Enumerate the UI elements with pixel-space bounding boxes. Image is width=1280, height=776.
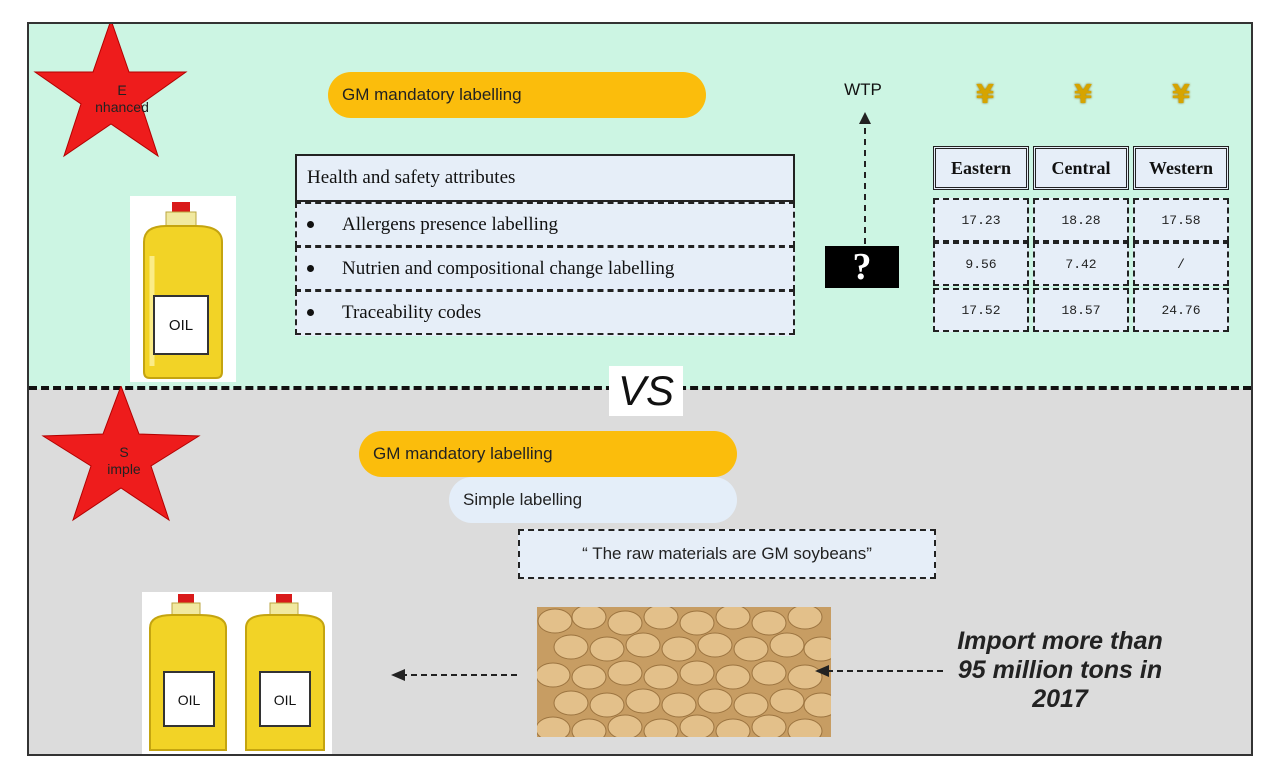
yen-icon: ¥ [975, 80, 995, 110]
attribute-item: Nutrien and compositional change labelli… [295, 246, 795, 291]
region-header-eastern: Eastern [933, 146, 1029, 190]
wtp-cell: 24.76 [1133, 288, 1229, 332]
oil-bottle-label: OIL [274, 692, 297, 708]
quote-text: “ The raw materials are GM soybeans” [582, 544, 872, 563]
wtp-cell: 17.52 [933, 288, 1029, 332]
bullet-icon [307, 221, 314, 228]
vs-text: VS [617, 367, 675, 414]
wtp-label: WTP [844, 80, 882, 99]
wtp-cell: 7.42 [1033, 242, 1129, 286]
simple-star-rest: imple [107, 461, 141, 477]
wtp-cell: 9.56 [933, 242, 1029, 286]
wtp-arrow-icon [859, 112, 871, 244]
gm-mandatory-pill: GM mandatory labelling [328, 72, 706, 118]
quote-box: “ The raw materials are GM soybeans” [518, 529, 936, 579]
attribute-label: Traceability codes [342, 301, 482, 323]
wtp-cell: 17.58 [1133, 198, 1229, 242]
oil-bottle-icon: OIL [143, 202, 223, 379]
attribute-item: Allergens presence labelling [295, 202, 795, 247]
soybeans-icon [537, 607, 831, 737]
attributes-box: Health and safety attributes Allergens p… [295, 154, 795, 336]
wtp-cell: / [1133, 242, 1229, 286]
enhanced-panel: E nhanced GM mandatory labelling OIL Hea… [29, 24, 1251, 389]
gm-mandatory-pill-label: GM mandatory labelling [342, 85, 522, 104]
simple-star-icon [41, 386, 201, 522]
oil-bottle-label: OIL [178, 692, 201, 708]
gm-mandatory-pill-simple: GM mandatory labelling [359, 431, 737, 477]
attributes-header: Health and safety attributes [295, 154, 795, 202]
simple-panel: GM mandatory labelling Simple labelling … [29, 389, 1251, 754]
wtp-cell: 17.23 [933, 198, 1029, 242]
oil-bottles-image: OIL OIL [142, 592, 332, 754]
attributes-header-text: Health and safety attributes [307, 167, 516, 188]
question-mark-icon: ? [852, 246, 872, 288]
oil-bottle-image: OIL [130, 196, 236, 382]
oil-bottle-label: OIL [169, 317, 193, 334]
enhanced-star-letter: E [117, 82, 127, 98]
attribute-label: Allergens presence labelling [342, 213, 558, 235]
bullet-icon [307, 265, 314, 272]
oil-bottles-icon: OIL OIL [149, 594, 325, 751]
enhanced-star-rest: nhanced [95, 99, 149, 115]
wtp-cell: 18.57 [1033, 288, 1129, 332]
yen-icon: ¥ [1073, 80, 1093, 110]
simple-star-label: S imple [89, 444, 159, 478]
import-line: 95 million tons in [957, 656, 1163, 684]
yen-icon: ¥ [1171, 80, 1191, 110]
import-line: 2017 [1032, 685, 1088, 713]
region-header-central: Central [1033, 146, 1129, 190]
question-mark-box: ? [825, 246, 899, 288]
arrow-left-icon [391, 669, 517, 681]
arrow-to-soybeans-icon [815, 665, 943, 677]
simple-labelling-label: Simple labelling [463, 490, 583, 509]
attribute-item: Traceability codes [295, 290, 795, 335]
simple-star-letter: S [119, 444, 129, 460]
soybeans-image [537, 607, 831, 737]
diagram-frame: E nhanced GM mandatory labelling OIL Hea… [27, 22, 1253, 756]
bullet-icon [307, 309, 314, 316]
gm-mandatory-pill-simple-label: GM mandatory labelling [373, 444, 553, 463]
vs-label: VS [609, 366, 683, 416]
import-line: Import more than [957, 627, 1163, 655]
region-header-western: Western [1133, 146, 1229, 190]
enhanced-star-label: E nhanced [77, 82, 167, 116]
attribute-label: Nutrien and compositional change labelli… [342, 257, 675, 279]
wtp-cell: 18.28 [1033, 198, 1129, 242]
import-volume-text: Import more than 95 million tons in 2017 [935, 627, 1185, 714]
enhanced-star-icon [33, 24, 188, 158]
simple-labelling-pill: Simple labelling [449, 477, 737, 523]
